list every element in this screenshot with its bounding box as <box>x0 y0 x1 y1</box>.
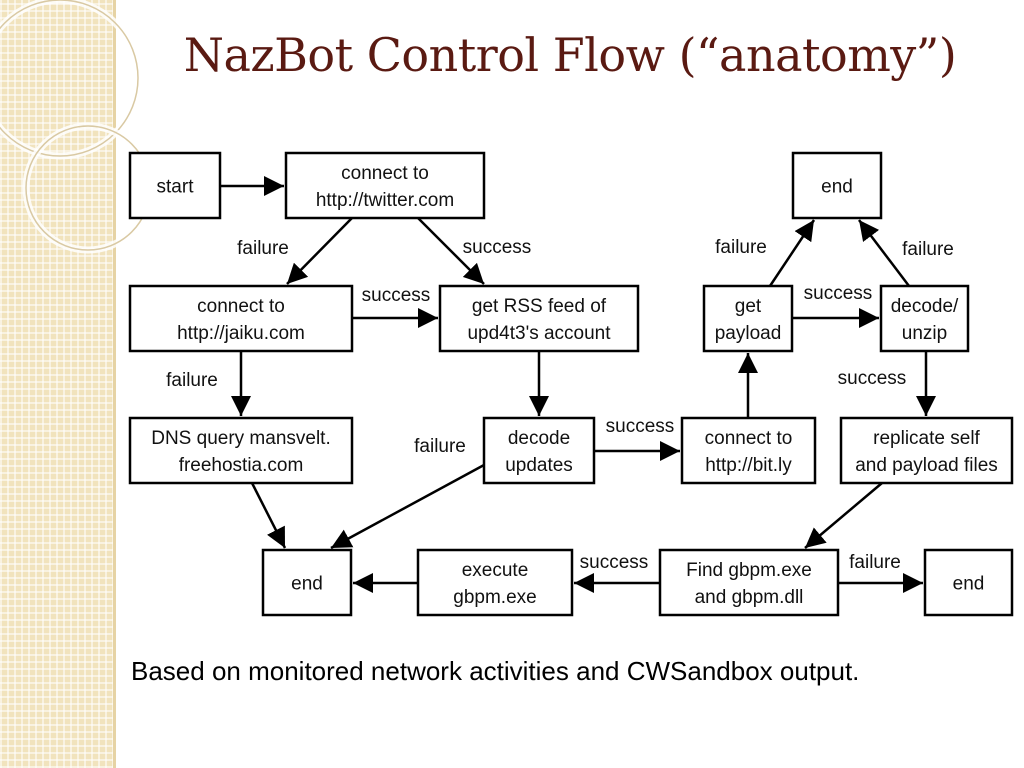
edge-label-failure: failure <box>166 370 218 391</box>
node-get-payload: get payload <box>702 284 794 353</box>
node-dns-query-box <box>128 416 354 485</box>
node-execute-gbpm-label: execute <box>462 560 529 581</box>
node-connect-jaiku: connect to http://jaiku.com <box>128 284 354 353</box>
node-end-left-label: end <box>291 574 323 595</box>
edge-label-failure: failure <box>715 237 767 258</box>
node-dns-query-label: freehostia.com <box>179 455 304 476</box>
node-end-top: end <box>791 151 883 220</box>
slide-title: NazBot Control Flow (“anatomy”) <box>183 28 957 82</box>
node-find-gbpm-box <box>658 548 840 617</box>
edge-decode-updates-to-end-left-arrow <box>330 463 485 550</box>
node-connect-jaiku-box <box>128 284 354 353</box>
node-start-label: start <box>157 177 195 198</box>
node-connect-twitter-label: http://twitter.com <box>316 190 454 211</box>
node-end-right-label: end <box>953 574 985 595</box>
node-decode-updates: decode updates <box>482 416 596 485</box>
node-end-right: end <box>923 548 1014 617</box>
node-connect-bitly-box <box>680 416 817 485</box>
node-get-rss-label: upd4t3's account <box>467 323 611 344</box>
edge-connect-twitter-to-connect-jaiku-arrow <box>286 217 353 285</box>
node-replicate: replicate self and payload files <box>839 416 1014 485</box>
node-connect-bitly-label: http://bit.ly <box>705 455 792 476</box>
edge-get-payload-to-end-top-arrow <box>768 219 816 287</box>
node-connect-twitter-label: connect to <box>341 163 429 184</box>
node-get-rss-label: get RSS feed of <box>472 296 607 317</box>
node-decode-unzip-label: unzip <box>902 323 947 344</box>
node-connect-bitly-label: connect to <box>705 428 793 449</box>
node-decode-unzip-box <box>879 284 970 353</box>
node-connect-jaiku-label: connect to <box>197 296 285 317</box>
node-execute-gbpm: execute gbpm.exe <box>416 548 574 617</box>
node-decode-updates-label: updates <box>505 455 573 476</box>
node-execute-gbpm-label: gbpm.exe <box>453 587 536 608</box>
edge-label-failure: failure <box>849 552 901 573</box>
node-get-payload-label: payload <box>715 323 782 344</box>
node-decode-updates-box <box>482 416 596 485</box>
node-replicate-box <box>839 416 1014 485</box>
edge-label-success: success <box>804 283 873 304</box>
edge-label-failure: failure <box>237 238 289 259</box>
node-end-left-box <box>261 548 353 617</box>
node-dns-query-label: DNS query mansvelt. <box>151 428 331 449</box>
node-start: start <box>128 151 222 220</box>
node-connect-jaiku-label: http://jaiku.com <box>177 323 305 344</box>
node-find-gbpm: Find gbpm.exe and gbpm.dll <box>658 548 840 617</box>
node-decode-unzip: decode/unzip <box>879 284 970 353</box>
edge-replicate-to-find-gbpm-arrow <box>804 482 883 549</box>
node-end-left: end <box>261 548 353 617</box>
node-connect-bitly: connect to http://bit.ly <box>680 416 817 485</box>
edge-connect-twitter-to-get-rss-arrow <box>417 217 485 285</box>
node-get-rss-box <box>438 284 640 353</box>
edge-label-success: success <box>580 552 649 573</box>
edge-label-failure: failure <box>902 239 954 260</box>
node-connect-twitter-box <box>284 151 486 220</box>
edge-label-failure: failure <box>414 436 466 457</box>
edge-label-success: success <box>838 368 907 389</box>
node-connect-twitter: connect to http://twitter.com <box>284 151 486 220</box>
node-end-top-label: end <box>821 177 853 198</box>
edge-label-success: success <box>463 237 532 258</box>
edge-label-success: success <box>362 285 431 306</box>
node-decode-updates-label: decode <box>508 428 570 449</box>
node-start-box <box>128 151 222 220</box>
node-find-gbpm-label: and gbpm.dll <box>695 587 804 608</box>
edge-dns-query-to-end-left-arrow <box>250 482 287 549</box>
node-execute-gbpm-box <box>416 548 574 617</box>
edge-label-success: success <box>606 416 675 437</box>
node-dns-query: DNS query mansvelt. freehostia.com <box>128 416 354 485</box>
node-replicate-label: and payload files <box>855 455 998 476</box>
node-get-payload-label: get <box>735 296 762 317</box>
node-find-gbpm-label: Find gbpm.exe <box>686 560 812 581</box>
edge-decode-unzip-to-end-top-arrow <box>858 219 910 287</box>
slide-caption: Based on monitored network activities an… <box>131 656 860 686</box>
sidebar-edge <box>113 0 116 768</box>
node-decode-unzip-label: decode/ <box>891 296 959 317</box>
node-get-payload-box <box>702 284 794 353</box>
node-replicate-label: replicate self <box>873 428 980 449</box>
node-get-rss: get RSS feed of upd4t3's account <box>438 284 640 353</box>
node-end-top-box <box>791 151 883 220</box>
node-end-right-box <box>923 548 1014 617</box>
